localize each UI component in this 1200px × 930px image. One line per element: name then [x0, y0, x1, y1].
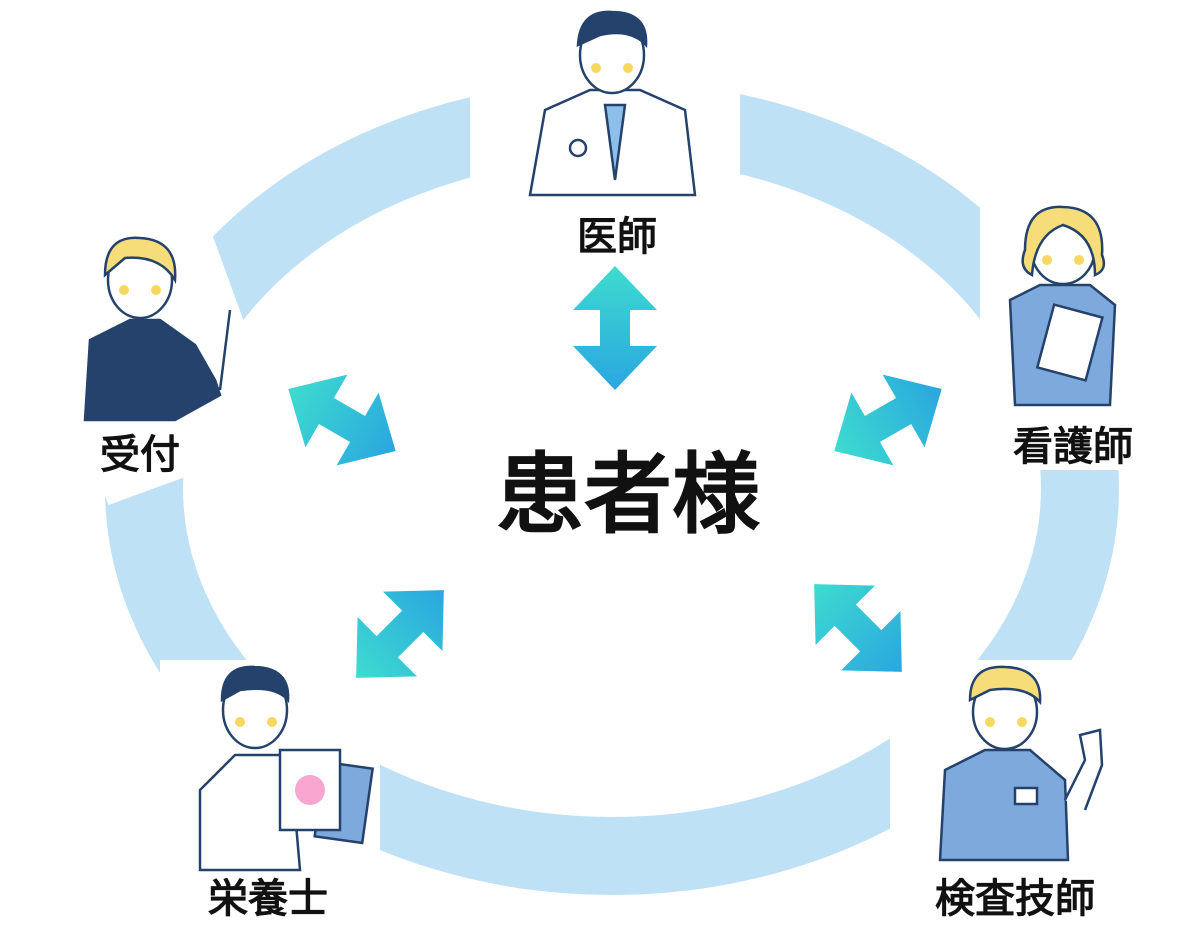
center-label: 患者様 [496, 443, 761, 546]
arrow-nurse [813, 352, 963, 488]
role-label-nurse: 看護師 [1013, 424, 1133, 470]
role-label-technician: 検査技師 [935, 876, 1095, 922]
reception-illustration [83, 236, 232, 422]
role-label-doctor: 医師 [577, 214, 657, 260]
role-label-reception: 受付 [100, 432, 180, 478]
nurse-illustration [1008, 205, 1117, 407]
dietitian-illustration [198, 665, 375, 872]
arrow-doctor [573, 266, 657, 390]
arrow-reception [267, 352, 417, 488]
role-label-dietitian: 栄養士 [208, 876, 328, 922]
technician-illustration [938, 665, 1104, 862]
doctor-illustration [528, 10, 697, 197]
